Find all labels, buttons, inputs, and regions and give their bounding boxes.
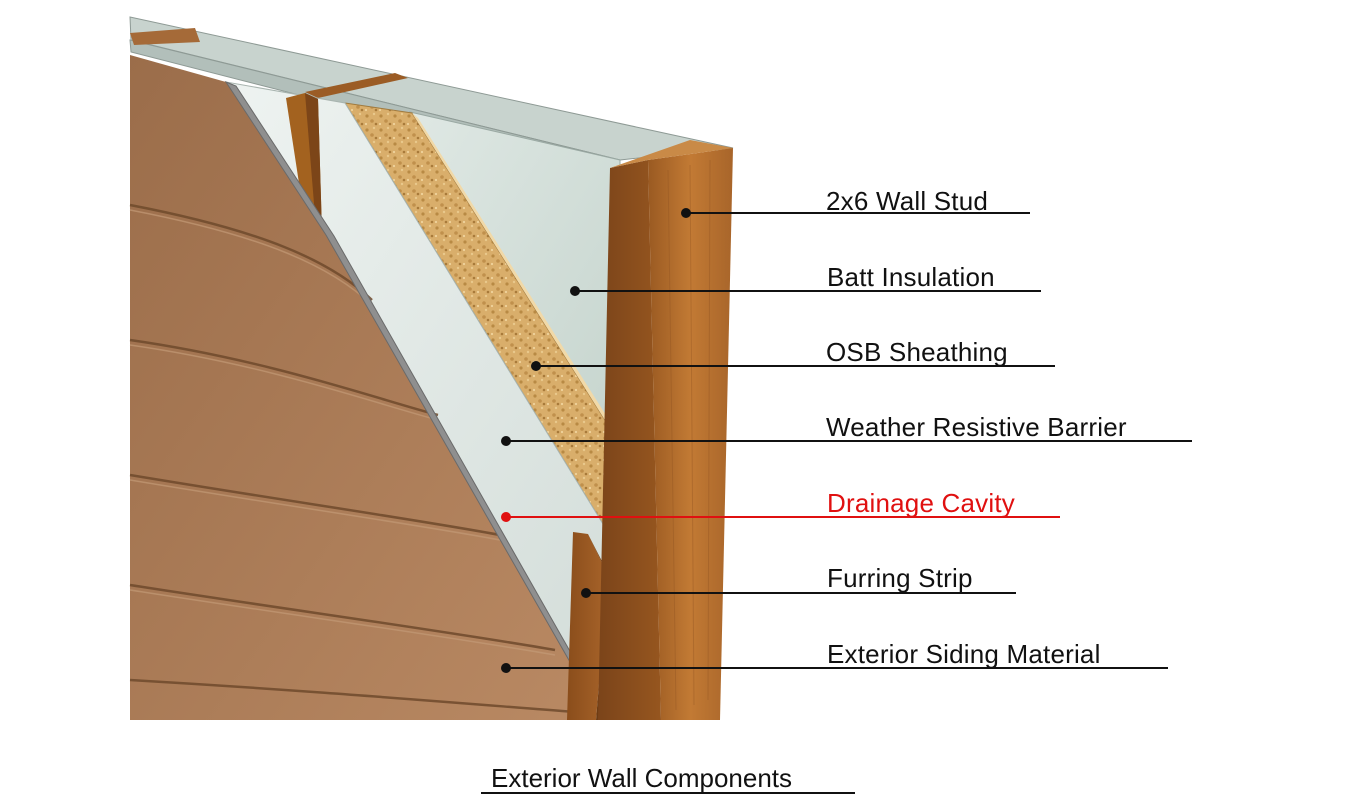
leader-dot-osb <box>531 361 541 371</box>
leader-dot-stud <box>681 208 691 218</box>
label-furring-strip: Furring Strip <box>827 563 973 593</box>
leader-dot-siding <box>501 663 511 673</box>
caption-underline <box>481 792 855 794</box>
osb-edge <box>412 113 628 452</box>
exterior-siding-layer <box>129 55 593 720</box>
leader-lines <box>501 208 1192 673</box>
label-osb-sheathing: OSB Sheathing <box>826 337 1008 367</box>
label-2x6-wall-stud: 2x6 Wall Stud <box>826 186 989 216</box>
label-exterior-siding-material: Exterior Siding Material <box>827 639 1101 669</box>
leader-dot-insulation <box>570 286 580 296</box>
label-drainage-cavity: Drainage Cavity <box>827 488 1015 518</box>
leader-dot-wrb <box>501 436 511 446</box>
wall-stud <box>598 140 733 720</box>
leader-dot-furring <box>581 588 591 598</box>
label-weather-resistive-barrier: Weather Resistive Barrier <box>826 412 1127 442</box>
label-batt-insulation: Batt Insulation <box>827 262 995 292</box>
diagram-caption: Exterior Wall Components <box>491 763 793 793</box>
leader-dot-cavity <box>501 512 511 522</box>
upper-furring <box>286 93 322 232</box>
